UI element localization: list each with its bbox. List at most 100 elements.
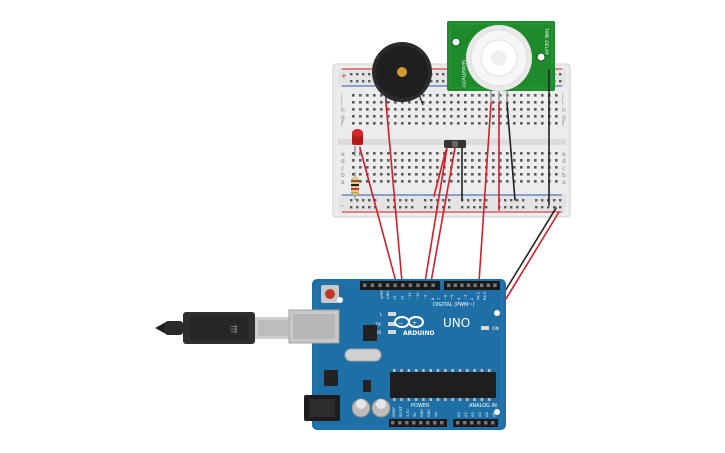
breadboard-hole: [499, 94, 502, 97]
breadboard-hole: [555, 108, 558, 111]
header-pin[interactable]: [405, 421, 409, 425]
breadboard-hole: [373, 108, 376, 111]
breadboard-hole: [478, 122, 481, 125]
breadboard-hole: [359, 122, 362, 125]
header-pin[interactable]: [401, 283, 405, 288]
row-letter: c: [341, 165, 344, 172]
header-pin[interactable]: [453, 283, 458, 288]
breadboard-hole: [380, 173, 383, 176]
tilt-switch[interactable]: [444, 140, 466, 148]
header-pin[interactable]: [463, 421, 467, 425]
header-pin[interactable]: [470, 421, 474, 425]
breadboard-hole: [457, 173, 460, 176]
breadboard-hole: [408, 159, 411, 162]
breadboard-hole: [429, 159, 432, 162]
breadboard-hole: [464, 122, 467, 125]
breadboard-hole: [520, 101, 523, 104]
breadboard-hole: [513, 152, 516, 155]
resistor[interactable]: [351, 172, 359, 200]
breadboard-hole: [422, 115, 425, 118]
header-pin[interactable]: [391, 421, 395, 425]
piezo-buzzer[interactable]: [372, 42, 432, 106]
breadboard-hole: [520, 115, 523, 118]
analog-pin-label: A4: [485, 412, 489, 417]
rail-hole: [442, 206, 445, 209]
header-pin[interactable]: [370, 283, 375, 288]
usb-cable[interactable]: ⇶: [155, 312, 291, 344]
row-letter: c: [562, 165, 565, 172]
breadboard-hole: [387, 108, 390, 111]
breadboard-hole: [422, 180, 425, 183]
header-pin[interactable]: [426, 421, 430, 425]
header-pin[interactable]: [440, 421, 444, 425]
aref-label: AREF: [380, 290, 384, 299]
power-pin-label: 5V: [413, 412, 417, 417]
header-pin[interactable]: [484, 421, 488, 425]
rail-hole: [436, 199, 439, 202]
header-pin[interactable]: [491, 421, 495, 425]
rail-hole: [362, 80, 365, 83]
breadboard-hole: [541, 166, 544, 169]
breadboard-hole: [394, 159, 397, 162]
pir-motion-sensor[interactable]: SENSITIVITY TIME DELAY: [447, 21, 555, 103]
breadboard-hole: [359, 101, 362, 104]
header-pin[interactable]: [378, 283, 382, 288]
breadboard-hole: [499, 152, 502, 155]
rail-hole: [368, 199, 371, 202]
breadboard-hole: [527, 101, 530, 104]
chip-pin: [407, 369, 411, 372]
breadboard-hole: [457, 94, 460, 97]
rail-hole: [368, 80, 371, 83]
rail-hole: [350, 206, 353, 209]
rail-hole: [399, 199, 402, 202]
arduino-model: UNO: [443, 316, 470, 330]
header-pin[interactable]: [412, 421, 416, 425]
rail-hole: [362, 73, 365, 76]
header-pin[interactable]: [460, 283, 464, 288]
breadboard-hole: [366, 122, 369, 125]
breadboard-hole: [373, 152, 376, 155]
header-pin[interactable]: [419, 421, 423, 425]
header-pin[interactable]: [431, 283, 435, 288]
header-pin[interactable]: [363, 283, 367, 288]
header-pin[interactable]: [473, 283, 477, 288]
rail-hole: [553, 206, 556, 209]
breadboard-hole: [380, 180, 383, 183]
breadboard-hole: [471, 108, 474, 111]
header-pin[interactable]: [486, 283, 491, 288]
header-pin[interactable]: [393, 283, 397, 288]
breadboard-hole: [499, 159, 502, 162]
rail-hole: [387, 206, 390, 209]
rail-hole: [405, 199, 408, 202]
chip-pin: [444, 398, 447, 401]
header-pin[interactable]: [456, 421, 460, 425]
header-pin[interactable]: [385, 283, 390, 288]
header-pin[interactable]: [423, 283, 428, 288]
header-pin[interactable]: [447, 283, 451, 288]
digital-pin-label: ~9: [423, 294, 427, 300]
header-pin[interactable]: [433, 421, 437, 425]
header-pin[interactable]: [493, 283, 497, 288]
breadboard-hole: [443, 180, 446, 183]
breadboard-hole: [506, 152, 509, 155]
header-pin[interactable]: [416, 283, 420, 288]
chip-pin: [393, 398, 396, 401]
breadboard-hole: [555, 166, 558, 169]
header-pin[interactable]: [466, 283, 471, 288]
svg-text:⇶: ⇶: [230, 324, 238, 335]
arduino-uno-board[interactable]: L TX RX ON − + ARDUINO UNO DIGITAL (PWM~…: [288, 279, 506, 430]
breadboard-hole: [534, 180, 537, 183]
header-pin[interactable]: [477, 421, 481, 425]
wire-res-gnd: [433, 149, 447, 197]
breadboard-hole: [499, 108, 502, 111]
breadboard-hole: [422, 108, 425, 111]
header-pin[interactable]: [480, 283, 484, 288]
chip-pin: [429, 398, 432, 401]
breadboard-hole: [478, 173, 481, 176]
breadboard-hole: [380, 101, 383, 104]
header-pin[interactable]: [408, 283, 413, 288]
rail-hole: [411, 199, 414, 202]
red-led[interactable]: [352, 129, 363, 156]
header-pin[interactable]: [398, 421, 402, 425]
